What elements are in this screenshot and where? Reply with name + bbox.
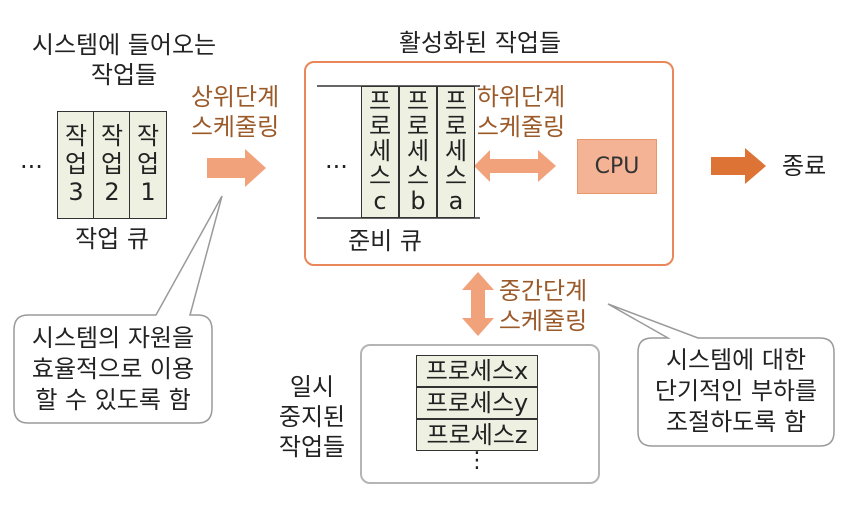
- callout-right-text: 시스템에 대한 단기적인 부하를 조절하도록 함: [654, 346, 818, 436]
- ready-queue-label: 준비 큐: [348, 227, 422, 255]
- lower-scheduling-arrow: [474, 150, 556, 182]
- job-queue-ellipsis: ···: [20, 153, 43, 181]
- active-jobs-box: [304, 61, 674, 266]
- process-z: 프로세스z: [416, 419, 538, 451]
- job-queue-label: 작업 큐: [75, 225, 149, 253]
- middle-scheduling-label: 중간단계 스케줄링: [498, 277, 588, 335]
- suspended-jobs-label: 일시 중지된 작업들: [278, 373, 346, 461]
- callout-left-bubble: [13, 195, 223, 424]
- incoming-jobs-label: 시스템에 들어오는 작업들: [4, 30, 244, 90]
- suspended-ellipsis: ⋮: [466, 448, 488, 473]
- middle-scheduling-arrow: [462, 272, 494, 336]
- ready-queue-ellipsis: ···: [325, 153, 348, 181]
- active-jobs-title: 활성화된 작업들: [398, 29, 562, 57]
- upper-scheduling-label: 상위단계 스케줄링: [190, 83, 280, 141]
- exit-arrow: [711, 148, 766, 184]
- process-y: 프로세스y: [416, 387, 538, 419]
- suspended-jobs-box: [360, 344, 600, 484]
- exit-label: 종료: [782, 152, 827, 180]
- callout-left-text: 시스템의 자원을 효율적으로 이용 할 수 있도록 함: [31, 324, 195, 414]
- upper-scheduling-arrow: [207, 149, 266, 187]
- cpu-box: CPU: [577, 139, 657, 194]
- callout-right-bubble: [607, 303, 835, 447]
- incoming-jobs-line1: 시스템에 들어오는: [31, 31, 217, 59]
- incoming-jobs-line2: 작업들: [90, 61, 158, 89]
- process-x: 프로세스x: [416, 355, 538, 387]
- lower-scheduling-label: 하위단계 스케줄링: [476, 83, 566, 141]
